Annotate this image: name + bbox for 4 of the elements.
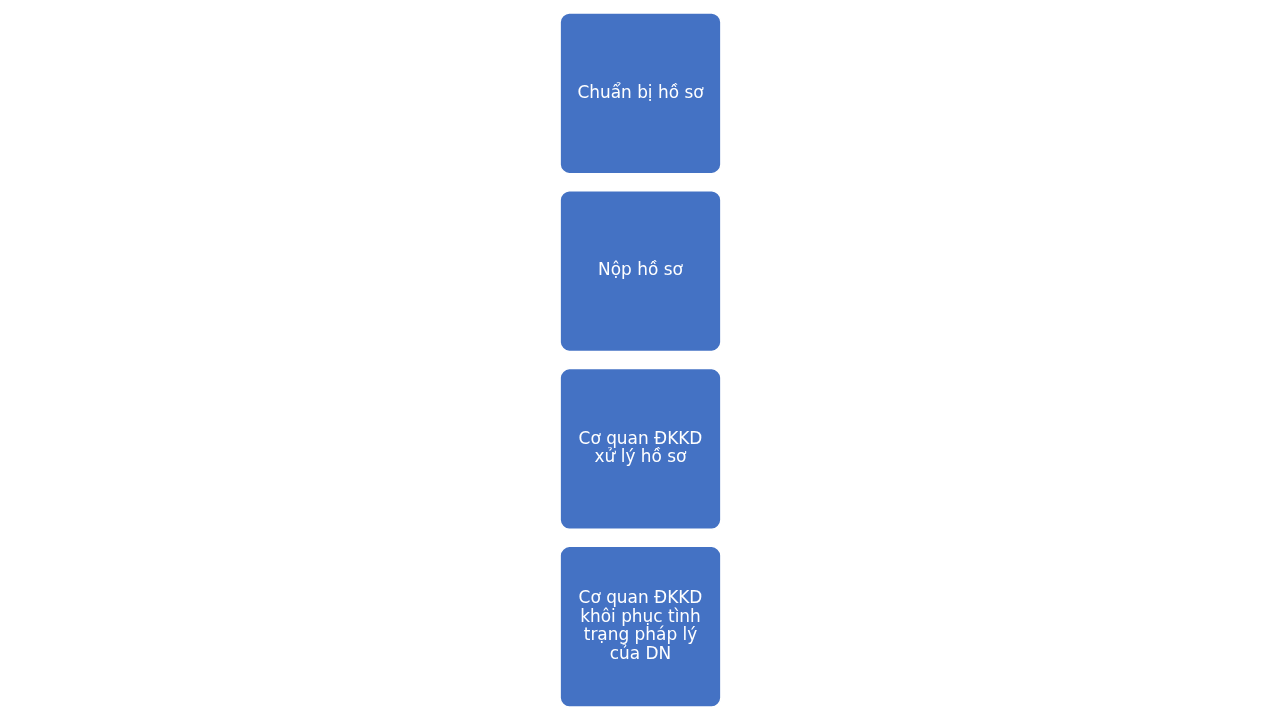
node-box: Nộp hồ sơ (558, 189, 722, 353)
node-box: Cơ quan ĐKKD xử lý hồ sơ (558, 367, 722, 531)
node-box: Chuẩn bị hồ sơ (558, 12, 722, 175)
node-box: Cơ quan ĐKKD khôi phục tình trạng pháp lý của DN (558, 545, 722, 708)
